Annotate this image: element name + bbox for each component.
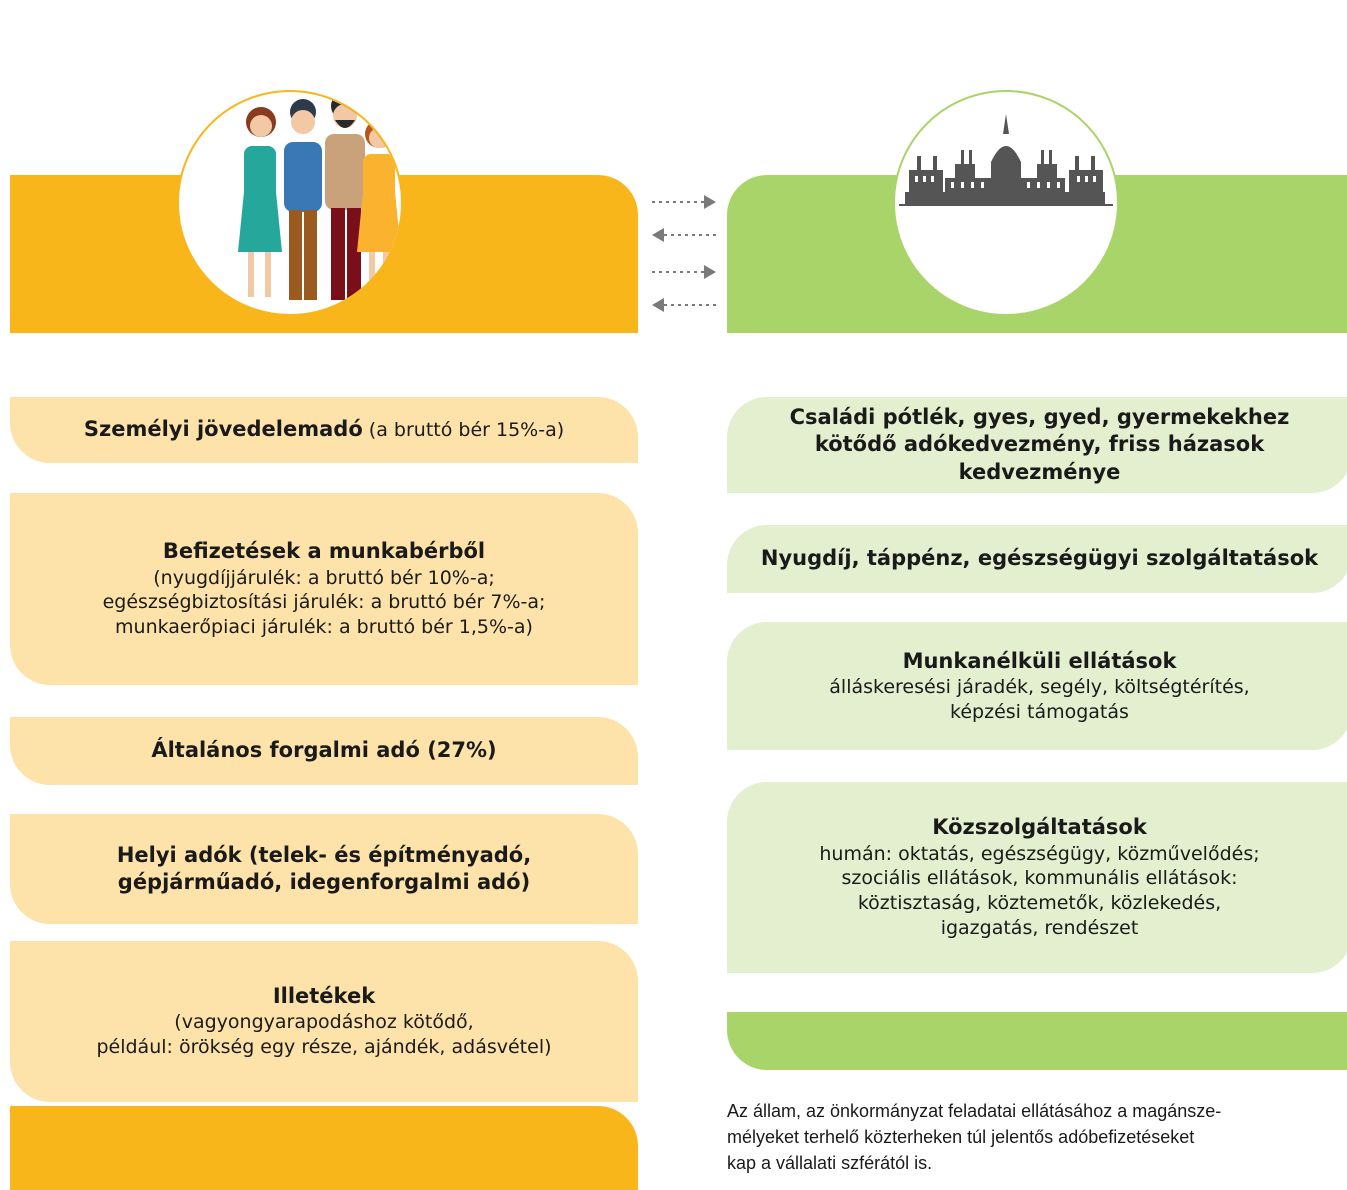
note-line: mélyeket terhelő közterheken túl jelentő… [727,1127,1195,1148]
tax-item-title: Személyi jövedelemadó [83,417,363,442]
family-illustration-icon [238,92,401,300]
arrow-right-icon [650,262,720,282]
left-footer-bar [10,1106,638,1190]
tax-item-vat: Általános forgalmi adó (27%) [10,717,638,785]
benefit-item-title-line: kedvezménye [958,459,1121,484]
benefit-item-pension: Nyugdíj, táppénz, egészségügyi szolgálta… [727,525,1347,593]
arrow-left-icon [650,225,720,245]
parliament-circle [893,90,1119,316]
benefit-item-detail-line: képzési támogatás [950,700,1129,723]
tax-item-title: Befizetések a munkabérből [162,539,486,564]
arrow-left-icon [650,295,720,315]
tax-item-local-taxes: Helyi adók (telek- és építményadó, gépjá… [10,814,638,924]
benefit-item-detail-line: álláskeresési járadék, segély, költségté… [829,675,1250,698]
benefit-item-title: Közszolgáltatások [932,815,1147,840]
benefit-item-title-line: kötődő adókedvezmény, friss házasok [814,432,1265,457]
tax-item-title: Illetékek [272,984,376,1009]
corporate-tax-note: Az állam, az önkormányzat feladatai ellá… [727,1098,1347,1176]
tax-item-detail-line: (vagyongyarapodáshoz kötődő, [174,1011,474,1034]
family-circle [177,90,403,316]
benefit-item-detail-line: köztisztaság, köztemetők, közlekedés, [857,892,1222,915]
benefit-item-family: Családi pótlék, gyes, gyed, gyermekekhez… [727,397,1347,493]
benefit-item-title-line: Családi pótlék, gyes, gyed, gyermekekhez [789,405,1290,430]
benefit-item-detail-line: igazgatás, rendészet [940,916,1139,939]
tax-item-title: Általános forgalmi adó (27%) [151,738,497,763]
tax-item-title-line: gépjárműadó, idegenforgalmi adó) [117,870,531,894]
parliament-building-icon [899,114,1113,206]
arrow-right-icon [650,192,720,212]
benefit-item-detail-line: szociális ellátások, kommunális ellátáso… [841,867,1238,890]
note-line: Az állam, az önkormányzat feladatai ellá… [727,1101,1222,1121]
tax-item-personal-income: Személyi jövedelemadó (a bruttó bér 15%-… [10,397,638,463]
benefit-item-title: Munkanélküli ellátások [902,648,1177,673]
note-line: kap a vállalati szférától is. [727,1153,933,1174]
tax-item-wage-contributions: Befizetések a munkabérből (nyugdíjjárulé… [10,493,638,685]
benefit-item-unemployment: Munkanélküli ellátások álláskeresési jár… [727,622,1347,750]
tax-item-detail-line: például: örökség egy része, ajándék, adá… [96,1036,552,1059]
benefit-item-detail-line: humán: oktatás, egészségügy, közművelődé… [819,842,1260,865]
tax-item-detail-line: egészségbiztosítási járulék: a bruttó bé… [102,591,546,614]
benefit-item-public-services: Közszolgáltatások humán: oktatás, egészs… [727,782,1347,973]
tax-item-detail-line: (nyugdíjjárulék: a bruttó bér 10%-a; [153,566,495,589]
tax-item-text: Személyi jövedelemadó (a bruttó bér 15%-… [84,416,564,443]
right-footer-bar [727,1012,1347,1070]
tax-item-duties: Illetékek (vagyongyarapodáshoz kötődő, p… [10,941,638,1102]
benefit-item-title: Nyugdíj, táppénz, egészségügyi szolgálta… [760,546,1319,571]
tax-item-detail: (a bruttó bér 15%-a) [362,419,565,442]
tax-item-detail-line: munkaerőpiaci járulék: a bruttó bér 1,5%… [115,615,533,638]
tax-item-title-line: Helyi adók (telek- és építményadó, [116,842,532,867]
